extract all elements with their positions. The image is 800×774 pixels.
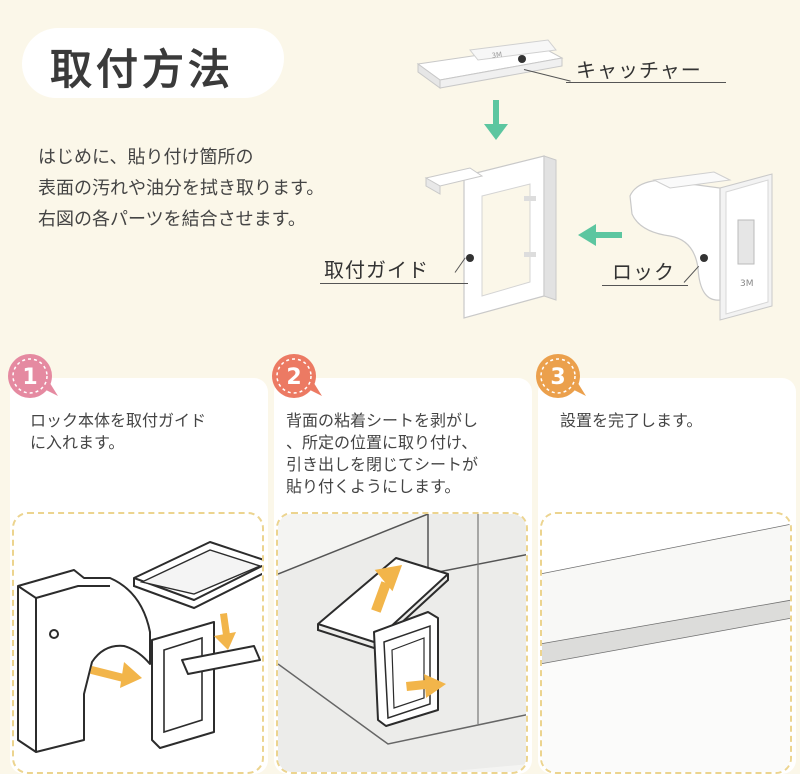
arrow-up-icon (371, 564, 403, 613)
guide-underline (320, 283, 468, 284)
catcher-pointer-dot (518, 55, 526, 63)
arrow-left-icon (578, 224, 622, 246)
step-2-line: 貼り付くようにします。 (286, 477, 461, 496)
title-background (22, 28, 284, 98)
step-1-line: に入れます。 (30, 433, 125, 452)
lock-illustration: 3M (629, 171, 773, 321)
step-1-image (12, 512, 264, 774)
tape-print: 3M (740, 279, 754, 289)
step-3-badge: 3 (536, 354, 586, 398)
intro-text: はじめに、貼り付け箇所の 表面の汚れや油分を拭き取ります。 右図の各パーツを結合… (38, 142, 398, 235)
step-2-badge: 2 (272, 354, 322, 398)
parts-diagram: 3M 3M (416, 39, 773, 321)
catcher-illustration: 3M (416, 39, 564, 89)
step-1-number: 1 (22, 365, 37, 390)
step-3-image (540, 512, 792, 774)
arrow-down-icon (214, 613, 236, 650)
page-title: 取付方法 (50, 45, 235, 94)
guide-label: 取付ガイド (324, 258, 429, 282)
intro-line: 表面の汚れや油分を拭き取ります。 (38, 178, 325, 199)
step-3-number: 3 (550, 365, 565, 390)
step-2-line: 、所定の位置に取り付け、 (286, 433, 478, 452)
title-banner: 取付方法 (22, 22, 284, 98)
lock-label: ロック (612, 260, 675, 284)
step-1-line: ロック本体を取付ガイド (30, 411, 207, 430)
intro-line: はじめに、貼り付け箇所の (38, 147, 254, 168)
step-2-text: 背面の粘着シートを剥がし 、所定の位置に取り付け、 引き出しを閉じてシートが 貼… (286, 410, 478, 498)
step-3-text: 設置を完了します。 (560, 410, 702, 432)
tape-print: 3M (491, 51, 503, 60)
arrow-right-icon (406, 674, 446, 698)
step-2-number: 2 (286, 365, 301, 390)
catcher-underline (566, 82, 726, 83)
intro-line: 右図の各パーツを結合させます。 (38, 209, 306, 230)
step-2-image (276, 512, 528, 774)
arrow-right-icon (90, 662, 142, 688)
step-3-line: 設置を完了します。 (560, 411, 703, 430)
step-1-text: ロック本体を取付ガイド に入れます。 (30, 410, 206, 454)
catcher-label: キャッチャー (576, 58, 702, 82)
guide-illustration (424, 155, 557, 319)
step-2-line: 引き出しを閉じてシートが (286, 455, 479, 474)
lock-pointer-dot (700, 254, 708, 262)
guide-pointer-dot (466, 254, 474, 262)
step-2-line: 背面の粘着シートを剥がし (286, 411, 479, 430)
arrow-down-icon (484, 100, 508, 140)
lock-underline (602, 285, 688, 286)
step-1-badge: 1 (8, 354, 58, 398)
